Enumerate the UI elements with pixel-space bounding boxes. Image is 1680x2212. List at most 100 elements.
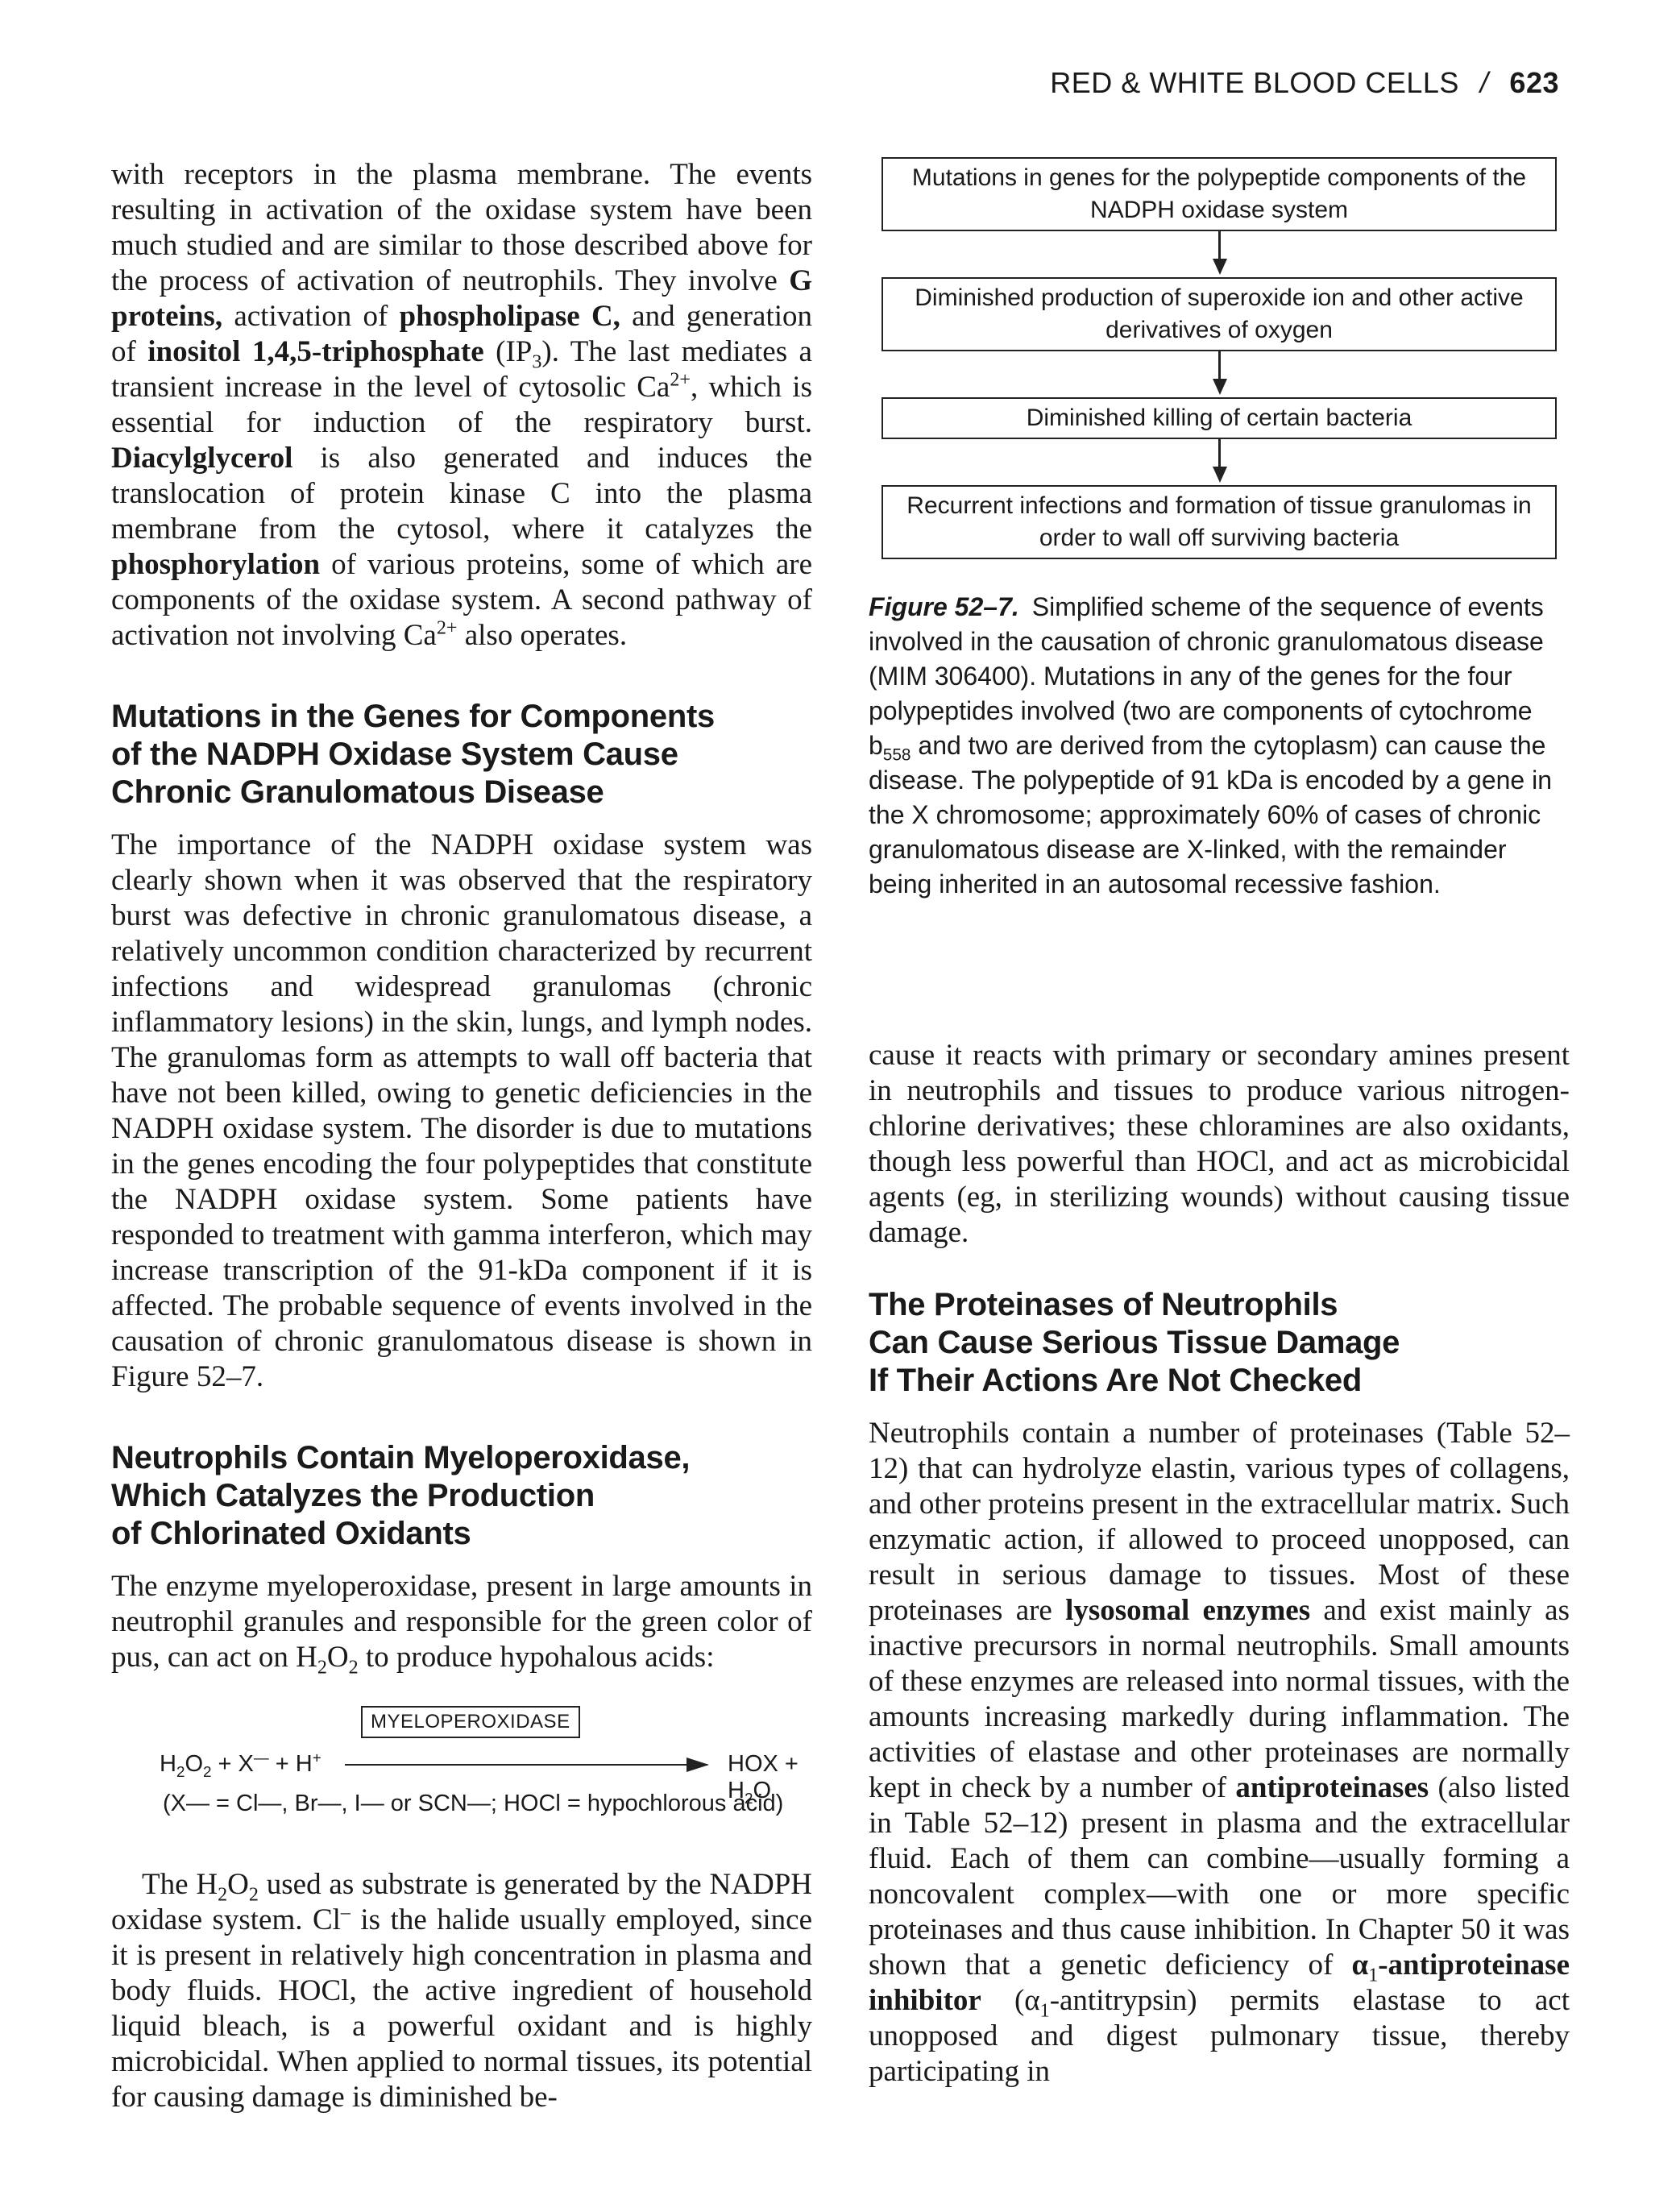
text-run: also operates. — [457, 619, 628, 652]
text-run: Simplified scheme of the sequence of eve… — [869, 592, 1544, 760]
subscript: 2 — [203, 1762, 212, 1780]
arrow-shaft — [1218, 231, 1221, 262]
subscript: 2 — [218, 1884, 228, 1906]
section-heading-proteinases: The Proteinases of Neutrophils Can Cause… — [869, 1286, 1570, 1400]
arrow-shaft — [1218, 351, 1221, 382]
subscript: 3 — [532, 351, 542, 373]
term-antiproteinases: antiproteinases — [1235, 1771, 1429, 1804]
section-heading-myeloperoxidase: Neutrophils Contain Myeloperoxidase, Whi… — [111, 1439, 812, 1553]
figure-label: Figure 52–7. — [869, 592, 1019, 621]
text-run: Neutrophils contain a number of proteina… — [869, 1417, 1570, 1627]
text-run: + X — [211, 1751, 254, 1777]
section-heading-mutations: Mutations in the Genes for Components of… — [111, 698, 812, 811]
heading-line: Neutrophils Contain Myeloperoxidase, — [111, 1440, 691, 1475]
running-head: RED & WHITE BLOOD CELLS / 623 — [1050, 66, 1559, 100]
subscript: 2 — [176, 1762, 185, 1780]
text-run: of various proteins, some of which are c… — [111, 548, 812, 652]
term-alpha: α — [1351, 1948, 1369, 1982]
text-run: H — [160, 1751, 176, 1777]
paragraph-receptors: with receptors in the plasma membrane. T… — [111, 157, 812, 654]
heading-line: Chronic Granulomatous Disease — [111, 774, 604, 810]
text-run: The enzyme myeloperoxidase, present in l… — [111, 1570, 812, 1674]
figure-caption: Figure 52–7.Simplified scheme of the seq… — [869, 590, 1570, 902]
text-run: HOX + H — [728, 1751, 799, 1803]
text-run: to produce hypohalous acids: — [358, 1641, 715, 1674]
term-inositol-triphosphate: inositol 1,4,5-triphosphate — [147, 335, 484, 368]
text-run: and exist mainly as inactive precursors … — [869, 1594, 1570, 1804]
text-run: and generation of — [111, 300, 812, 368]
reaction-products: HOX + H2O — [728, 1751, 812, 1807]
paragraph-proteinases: Neutrophils contain a number of proteina… — [869, 1416, 1570, 2090]
term-diacylglycerol: Diacylglycerol — [111, 442, 293, 475]
running-head-separator: / — [1479, 66, 1489, 99]
text-run: is the halide usually employed, since it… — [111, 1903, 813, 2114]
reaction-reactants: H2O2 + X— + H+ — [160, 1749, 321, 1780]
heading-line: Which Catalyzes the Production — [111, 1478, 595, 1513]
paragraph-h2o2-substrate: The H2O2 used as substrate is generated … — [111, 1867, 812, 2115]
text-run: ). The last mediates a transient increas… — [111, 335, 812, 404]
subscript: 2 — [744, 1789, 753, 1807]
text-run: The H — [142, 1868, 218, 1901]
reaction-note: (X— = Cl—, Br—, I— or SCN—; HOCl = hypoc… — [163, 1791, 784, 1816]
flow-arrow — [869, 439, 1570, 485]
heading-line: Can Cause Serious Tissue Damage — [869, 1325, 1400, 1360]
flow-box-superoxide: Diminished production of superoxide ion … — [881, 277, 1557, 351]
text-run: and two are derived from the cytoplasm) … — [869, 731, 1552, 898]
text-run: -antitrypsin) permits elastase to act un… — [869, 1984, 1570, 2088]
arrow-shaft — [1218, 439, 1221, 470]
flow-box-mutations: Mutations in genes for the polypeptide c… — [881, 157, 1557, 231]
page-number: 623 — [1509, 66, 1559, 99]
heading-line: The Proteinases of Neutrophils — [869, 1287, 1338, 1322]
term-g-proteins: G proteins, — [111, 264, 812, 333]
superscript: – — [340, 1902, 351, 1924]
left-column: with receptors in the plasma membrane. T… — [111, 157, 812, 2115]
term-antiproteinase-inhibitor: -antiproteinase inhibitor — [869, 1948, 1570, 2017]
heading-line: of the NADPH Oxidase System Cause — [111, 737, 678, 772]
text-run: , which is essential for induction of th… — [111, 371, 812, 439]
arrowhead — [687, 1758, 709, 1772]
text-run: (α — [981, 1984, 1040, 2017]
running-head-title: RED & WHITE BLOOD CELLS — [1050, 66, 1459, 99]
paragraph-nadph-importance: The importance of the NADPH oxidase syst… — [111, 828, 812, 1393]
text-run: (IP — [483, 335, 533, 368]
subscript: 2 — [248, 1884, 259, 1906]
arrowhead — [1213, 259, 1227, 275]
flow-chart: Mutations in genes for the polypeptide c… — [869, 157, 1570, 559]
text-run: O — [753, 1778, 771, 1803]
paragraph-chloramines: cause it reacts with primary or secondar… — [869, 1039, 1570, 1249]
subscript: 558 — [882, 745, 911, 765]
term-phospholipase-c: phospholipase C, — [399, 300, 620, 333]
text-run: with receptors in the plasma membrane. T… — [111, 158, 812, 297]
text-run: O — [227, 1868, 249, 1901]
text-run: O — [326, 1641, 349, 1674]
heading-line: If Their Actions Are Not Checked — [869, 1363, 1362, 1398]
term-lysosomal-enzymes: lysosomal enzymes — [1065, 1594, 1311, 1627]
superscript: 2+ — [670, 369, 691, 391]
subscript: 2 — [348, 1657, 359, 1679]
text-run: + H — [268, 1751, 313, 1777]
flow-arrow — [869, 351, 1570, 397]
subscript: 1 — [1368, 1965, 1379, 1986]
enzyme-label-box: MYELOPEROXIDASE — [361, 1706, 580, 1738]
flow-box-killing: Diminished killing of certain bacteria — [881, 397, 1557, 439]
heading-line: of Chlorinated Oxidants — [111, 1516, 471, 1551]
text-run: used as substrate is generated by the NA… — [111, 1868, 813, 1936]
superscript: 2+ — [436, 617, 458, 639]
reaction-arrow — [345, 1758, 709, 1772]
text-run: O — [185, 1751, 203, 1777]
paragraph-myeloperoxidase: The enzyme myeloperoxidase, present in l… — [111, 1569, 812, 1679]
subscript: 1 — [1039, 2000, 1050, 2022]
superscript: + — [312, 1749, 321, 1766]
arrowhead — [1213, 379, 1227, 395]
flow-box-infections: Recurrent infections and formation of ti… — [881, 485, 1557, 559]
right-column: cause it reacts with primary or secondar… — [869, 1038, 1570, 2090]
subscript: 2 — [317, 1657, 327, 1679]
flow-arrow — [869, 231, 1570, 277]
myeloperoxidase-reaction: MYELOPEROXIDASE H2O2 + X— + H+ HOX + H2O… — [111, 1706, 812, 1867]
figure-52-7: Mutations in genes for the polypeptide c… — [869, 157, 1570, 902]
text-run: (also listed in Table 52–12) present in … — [869, 1771, 1570, 1982]
superscript: — — [253, 1749, 269, 1766]
heading-line: Mutations in the Genes for Components — [111, 699, 715, 734]
term-phosphorylation: phosphorylation — [111, 548, 321, 581]
